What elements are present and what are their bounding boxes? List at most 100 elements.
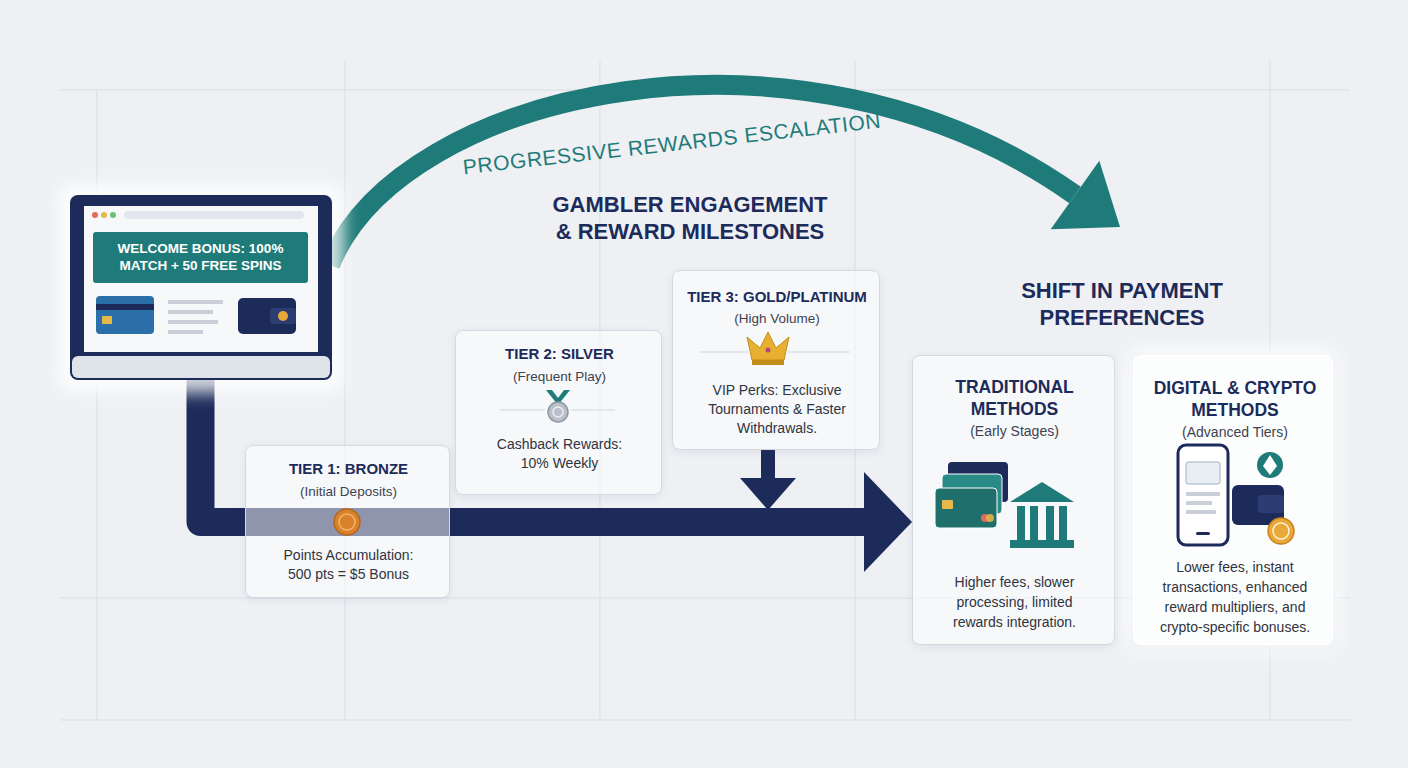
monitor-illustration-part — [101, 212, 107, 218]
payment-box: DIGITAL & CRYPTO METHODS (Advanced Tiers)… — [1133, 355, 1333, 645]
coin-icon-part — [339, 514, 355, 530]
monitor-illustration-part — [270, 308, 296, 324]
banner-text: WELCOME BONUS: 100% MATCH + 50 FREE SPIN… — [98, 240, 303, 274]
grid-line-part — [60, 720, 1350, 721]
card-icon-part — [981, 514, 989, 522]
monitor-illustration-part — [70, 195, 332, 380]
tier-box: TIER 1: BRONZE (Initial Deposits) Points A… — [245, 445, 450, 598]
payment-heading: DIGITAL & CRYPTO METHODS — [1149, 377, 1321, 421]
divider-line-part — [500, 410, 545, 411]
wallet-icon — [1232, 485, 1284, 525]
btc-coin-part — [1268, 518, 1294, 544]
monitor-illustration-part — [168, 310, 213, 314]
card-icon — [935, 462, 1008, 528]
tier-heading: TIER 1: BRONZE — [248, 460, 449, 478]
tier-subtitle: (High Volume) — [675, 310, 879, 327]
card-icon-part — [935, 488, 997, 528]
arrow-head — [864, 472, 912, 572]
bank-icon-part — [1017, 506, 1025, 540]
tier-heading: TIER 2: SILVER — [458, 345, 661, 363]
crown-icon-part — [766, 348, 771, 353]
bank-icon — [1010, 482, 1074, 548]
tier-box: TIER 3: GOLD/PLATINUM (High Volume) VIP Pe… — [672, 270, 880, 450]
monitor-illustration-part — [84, 206, 318, 352]
crown-icon-part — [752, 360, 784, 365]
monitor-illustration-part — [96, 304, 154, 310]
crown-icon-part — [747, 332, 789, 360]
grid-line-part — [345, 60, 346, 720]
tier-body: Cashback Rewards: 10% Weekly — [487, 435, 632, 473]
bonus-banner: WELCOME BONUS: 100% MATCH + 50 FREE SPIN… — [93, 232, 308, 283]
wallet-icon-part — [1258, 495, 1284, 513]
medal-icon-part — [546, 390, 570, 405]
section-heading: SHIFT IN PAYMENT PREFERENCES — [1007, 277, 1237, 331]
eth-coin-part — [1263, 455, 1277, 475]
monitor-illustration-part — [124, 211, 304, 219]
tier-subtitle: (Frequent Play) — [458, 368, 661, 385]
monitor-illustration-part — [96, 296, 154, 334]
monitor-illustration-part — [168, 300, 223, 304]
tier-box: TIER 2: SILVER (Frequent Play) Cashback Re… — [455, 330, 662, 495]
monitor-illustration-part — [110, 212, 116, 218]
payment-body: Lower fees, instant transactions, enhanc… — [1153, 557, 1318, 637]
card-icon-part — [986, 514, 994, 522]
monitor-illustration-part — [238, 298, 296, 334]
escalation-arc-part — [1051, 161, 1120, 230]
payment-body: Higher fees, slower processing, limited … — [940, 572, 1090, 632]
monitor-illustration-part — [102, 316, 112, 324]
arc-label: PROGRESSIVE REWARDS ESCALATION — [442, 105, 902, 182]
bank-icon-part — [1046, 506, 1054, 540]
payment-subtitle: (Advanced Tiers) — [1137, 423, 1333, 441]
tier-subtitle: (Initial Deposits) — [248, 483, 449, 500]
wallet-icon-part — [1232, 485, 1284, 525]
monitor-illustration-part — [72, 356, 330, 378]
tier-body: Points Accumulation: 500 pts = $5 Bonus — [276, 546, 421, 584]
divider-line-part — [788, 352, 850, 353]
phone-icon-part — [1186, 462, 1220, 484]
down-arrow-part — [740, 478, 796, 510]
medal-icon-part — [548, 402, 568, 422]
phone-icon-part — [1196, 532, 1210, 535]
monitor-illustration — [58, 183, 344, 393]
tier-heading: TIER 3: GOLD/PLATINUM — [675, 288, 879, 306]
btc-coin — [1268, 518, 1294, 544]
escalation-arc-part — [330, 85, 1075, 265]
crown-icon — [747, 332, 789, 365]
divider-line-part — [700, 352, 748, 353]
bank-icon-part — [1030, 506, 1038, 540]
tier-body: VIP Perks: Exclusive Tournaments & Faste… — [698, 381, 856, 438]
coin-icon-part — [334, 509, 360, 535]
phone-icon-part — [1186, 510, 1216, 514]
monitor-illustration-part — [168, 330, 203, 334]
medal-icon — [546, 390, 570, 422]
down-arrow — [740, 450, 796, 510]
monitor-illustration-part — [58, 183, 344, 393]
card-icon-part — [942, 500, 953, 509]
escalation-arc — [330, 85, 1120, 265]
eth-coin — [1257, 452, 1283, 478]
down-arrow-part — [761, 450, 775, 480]
bank-icon-part — [1010, 540, 1074, 548]
card-icon-part — [942, 474, 1002, 514]
payment-subtitle: (Early Stages) — [915, 422, 1114, 440]
coin-icon — [334, 509, 360, 535]
monitor-illustration-part — [168, 320, 218, 324]
divider-line — [500, 352, 850, 410]
phone-icon-part — [1186, 501, 1212, 505]
monitor-illustration-part — [92, 212, 98, 218]
divider-line-part — [571, 410, 615, 411]
phone-icon — [1178, 445, 1228, 545]
payment-box: TRADITIONAL METHODS (Early Stages) Higher … — [912, 355, 1115, 645]
card-icon-part — [948, 462, 1008, 502]
payment-heading: TRADITIONAL METHODS — [915, 376, 1114, 420]
diagram-title: GAMBLER ENGAGEMENT & REWARD MILESTONES — [545, 191, 835, 245]
btc-coin-part — [1273, 523, 1289, 539]
medal-icon-part — [553, 407, 563, 417]
phone-icon-part — [1178, 445, 1228, 545]
bank-icon-part — [1010, 482, 1074, 502]
bank-icon-part — [1059, 506, 1067, 540]
phone-icon-part — [1186, 492, 1220, 496]
eth-coin-part — [1257, 452, 1283, 478]
